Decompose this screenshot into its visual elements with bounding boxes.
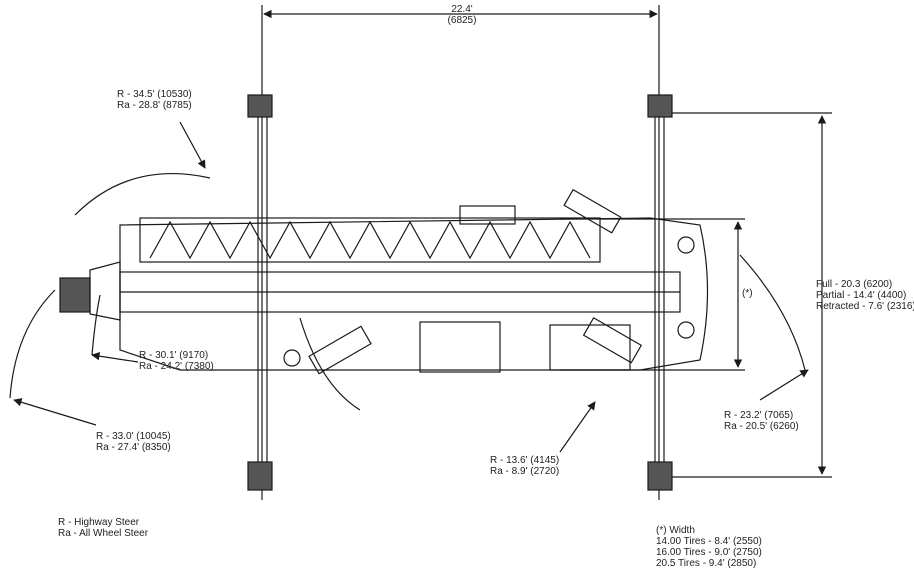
outrigger-full: Full - 20.3 (6200) (816, 279, 893, 290)
tire-right-upper (563, 188, 622, 234)
radius-front-upper-label: R - 34.5' (10530) Ra - 28.8' (8785) (117, 89, 192, 111)
lattice-pattern (149, 220, 591, 260)
rear-radius-arc (739, 254, 806, 371)
outrigger-retracted: Retracted - 7.6' (2316) (816, 301, 914, 312)
steer-legend: R - Highway Steer Ra - All Wheel Steer (58, 517, 148, 539)
outrigger-partial: Partial - 14.4' (4400) (816, 290, 907, 301)
carrier-outline (119, 217, 709, 371)
radius-front-outer-ra: Ra - 27.4' (8350) (96, 442, 171, 453)
track-width-label: 22.4' (6825) (432, 4, 492, 26)
tire-left-lower (308, 325, 372, 375)
wheel-hub-right (677, 236, 695, 254)
width-marker-label: (*) (742, 288, 753, 299)
outrigger-pad-bottom-left (247, 461, 273, 491)
lattice-jib (139, 217, 601, 263)
width-note-row: 14.00 Tires - 8.4' (2550) (656, 536, 762, 547)
outrigger-pad-bottom-right (647, 461, 673, 491)
radius-front-outer-label: R - 33.0' (10045) Ra - 27.4' (8350) (96, 431, 171, 453)
track-width-feet: 22.4' (451, 4, 473, 15)
front-inner-radius-arc (91, 294, 101, 356)
legend-all-wheel-steer: Ra - All Wheel Steer (58, 528, 149, 539)
tire-left-upper (459, 205, 516, 225)
front-upper-radius-arc (74, 172, 211, 216)
width-note-row: 20.5 Tires - 9.4' (2850) (656, 558, 757, 569)
radius-front-outer-r: R - 33.0' (10045) (96, 431, 171, 442)
center-leader (559, 401, 596, 453)
radius-rear-label: R - 23.2' (7065) Ra - 20.5' (6260) (724, 410, 799, 432)
wheel-hub-right-lower (677, 321, 695, 339)
legend-highway-steer: R - Highway Steer (58, 517, 140, 528)
outrigger-pad-top-right (647, 94, 673, 118)
center-radius-arc (299, 317, 361, 411)
outrigger-spread-label: Full - 20.3 (6200) Partial - 14.4' (4400… (816, 279, 914, 312)
track-width-mm: (6825) (447, 15, 477, 26)
front-inner-leader (91, 351, 139, 363)
front-outer-leader (13, 398, 97, 426)
rear-leader (759, 369, 809, 401)
front-outer-radius-arc (9, 289, 56, 399)
tire-center-lower (582, 317, 643, 364)
boom-tip (89, 261, 121, 321)
front-upper-leader (179, 121, 206, 169)
radius-center-label: R - 13.6' (4145) Ra - 8.9' (2720) (490, 455, 559, 477)
radius-front-upper-r: R - 34.5' (10530) (117, 89, 192, 100)
wheel-hub-left (283, 349, 301, 367)
radius-front-inner-label: R - 30.1' (9170) Ra - 24.2' (7380) (139, 350, 214, 372)
radius-front-inner-ra: Ra - 24.2' (7380) (139, 361, 214, 372)
cab (419, 321, 501, 373)
radius-front-upper-ra: Ra - 28.8' (8785) (117, 100, 192, 111)
radius-rear-r: R - 23.2' (7065) (724, 410, 794, 421)
width-notes: (*) Width 14.00 Tires - 8.4' (2550) 16.0… (656, 525, 762, 569)
radius-rear-ra: Ra - 20.5' (6260) (724, 421, 799, 432)
outrigger-pad-top-left (247, 94, 273, 118)
radius-center-r: R - 13.6' (4145) (490, 455, 560, 466)
radius-front-inner-r: R - 30.1' (9170) (139, 350, 209, 361)
width-notes-title: (*) Width (656, 525, 695, 536)
radius-center-ra: Ra - 8.9' (2720) (490, 466, 560, 477)
width-note-row: 16.00 Tires - 9.0' (2750) (656, 547, 762, 558)
boom-head (59, 277, 91, 313)
